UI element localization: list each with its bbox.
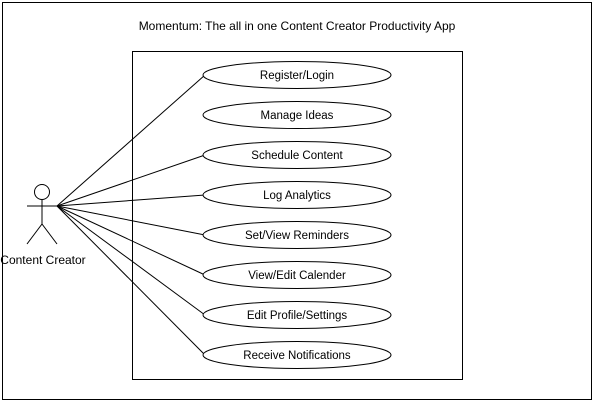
association-line [56,205,206,236]
use-case-ellipse [202,181,392,209]
use-case-ellipse [202,301,392,329]
association-line [56,154,206,207]
use-case-ellipse [202,261,392,289]
use-case-ellipse [202,101,392,129]
use-case-label: Edit Profile/Settings [247,310,348,322]
use-case-ellipse [202,61,392,89]
use-case-label: View/Edit Calender [248,270,346,282]
use-case: Set/View Reminders [202,221,392,249]
use-case-label: Log Analytics [263,190,331,202]
association-lines [56,74,206,356]
actor-head [34,184,50,200]
use-case: View/Edit Calender [202,261,392,289]
association-line [56,205,206,356]
association-line [56,205,206,276]
use-case: Manage Ideas [202,101,392,129]
actor-left-leg [26,223,43,245]
use-case-label: Register/Login [260,70,334,82]
use-case-label: Receive Notifications [243,350,351,362]
association-line [56,74,206,207]
actor-right-leg [41,223,58,245]
use-case: Edit Profile/Settings [202,301,392,329]
association-line [56,194,206,207]
association-line [56,205,206,316]
actor-content-creator: Content Creator [0,184,86,267]
use-case-label: Set/View Reminders [245,230,349,242]
use-case: Schedule Content [202,141,392,169]
diagram-title: Momentum: The all in one Content Creator… [139,19,456,33]
use-case-ellipse [202,141,392,169]
use-case: Log Analytics [202,181,392,209]
actor-label: Content Creator [0,253,85,267]
use-case-ellipse [202,221,392,249]
use-case-label: Manage Ideas [261,110,334,122]
system-boundary [132,51,463,380]
use-case-ellipse [202,341,392,369]
use-case: Receive Notifications [202,341,392,369]
use-case-label: Schedule Content [251,150,343,162]
use-case: Register/Login [202,61,392,89]
